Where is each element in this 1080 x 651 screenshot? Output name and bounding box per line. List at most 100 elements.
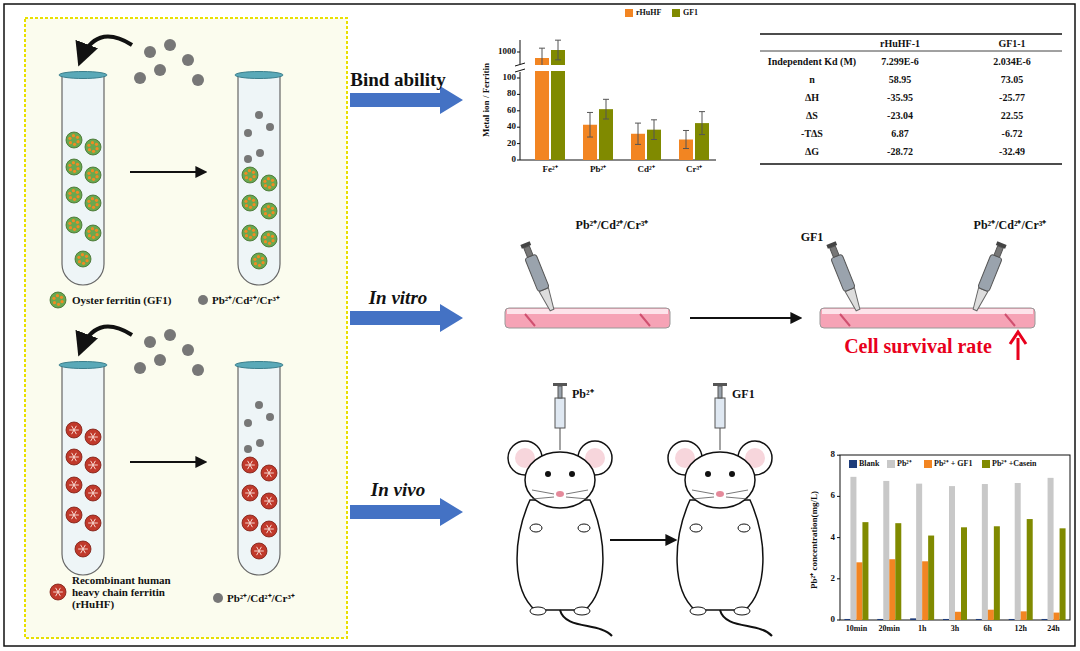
ferritin-dot (52, 297, 55, 300)
ferritin-dot (92, 178, 95, 181)
ferritin-dot (245, 234, 248, 237)
table-cell: Independent Kd (M) (768, 56, 856, 67)
block-arrow (350, 304, 463, 332)
ferritin-dot (76, 221, 79, 224)
ferritin-dot (87, 230, 90, 233)
human-ferritin (66, 477, 82, 493)
test-tube (59, 72, 107, 286)
table-cell: 73.05 (1001, 74, 1024, 85)
table-header: GF1-1 (998, 38, 1025, 49)
metal-ion (154, 64, 166, 76)
bar (976, 619, 982, 620)
ferritin-mark (72, 481, 77, 489)
axis-title: Metal ion / Ferritin (482, 63, 492, 137)
ferritin-dot (271, 207, 274, 210)
ferritin-dot (68, 222, 71, 225)
metal-ion (164, 39, 176, 51)
table-cell: -35.95 (887, 92, 913, 103)
human-ferritin (85, 515, 101, 531)
culture-dish (820, 308, 1035, 328)
category-label: Cd²⁺ (637, 165, 654, 175)
human-ferritin (261, 521, 277, 537)
ferritin-mark (248, 519, 253, 527)
error-bar (603, 99, 609, 119)
ferritin-mark (72, 511, 77, 519)
human-ferritin (85, 485, 101, 501)
table-cell: 7.299E-6 (881, 56, 919, 67)
mouse-eye (545, 471, 551, 477)
human-ferritin (242, 485, 258, 501)
ferritin-dot (263, 180, 266, 183)
syringe-grip (713, 383, 727, 386)
ferritin-dot (268, 186, 271, 189)
ferritin-dot (69, 196, 72, 199)
table-cell: 6.87 (891, 128, 909, 139)
ferritin-dot (73, 143, 76, 146)
ferritin-dot (76, 163, 79, 166)
syringe-needle (559, 428, 560, 450)
legend-text: Pb²⁺/Cd²⁺/Cr³⁺ (212, 294, 280, 306)
human-ferritin (261, 493, 277, 509)
tick-label: 1000 (498, 47, 516, 57)
ferritin-dot (271, 211, 274, 214)
ferritin-dot (95, 171, 98, 174)
injection-label: Pb²⁺ (572, 388, 594, 401)
human-ferritin (242, 457, 258, 473)
ferritin-dot (91, 169, 94, 172)
human-ferritin (66, 507, 82, 523)
pipette-button (520, 241, 531, 248)
ferritin-dot (57, 303, 60, 306)
ferritin-dot (76, 195, 79, 198)
metal-ion (256, 439, 264, 447)
table-header: rHuHF-1 (880, 38, 920, 49)
ferritin-dot (76, 136, 79, 139)
ferritin-dot (76, 140, 79, 143)
human-ferritin (66, 449, 82, 465)
mouse-foot (530, 607, 546, 615)
ferritin-dot (263, 236, 266, 239)
tick (837, 578, 840, 579)
pipette-plunger (830, 246, 839, 258)
axis-break (533, 65, 567, 71)
error-bar (555, 40, 561, 60)
legend-text: Oyster ferritin (GF1) (72, 294, 171, 306)
ferritin-mark (72, 511, 77, 519)
pipette (519, 241, 557, 312)
ferritin-dot (252, 229, 255, 232)
oyster-ferritin (242, 167, 258, 183)
metal-ion (244, 419, 252, 427)
ferritin-dot (95, 175, 98, 178)
ferritin-dot (264, 240, 267, 243)
dish-shine (525, 314, 650, 326)
ferritin-dot (68, 192, 71, 195)
tube-rim (235, 362, 283, 369)
legend-text: Recombinant human heavy chain ferritin (… (72, 574, 200, 610)
category-label: 10min (846, 625, 867, 634)
ferritin-dot (73, 198, 76, 201)
ferritin-dot (267, 177, 270, 180)
legend-text: Pb²⁺ + GF1 (934, 460, 972, 469)
bar (988, 610, 994, 620)
ferritin-dot (69, 141, 72, 144)
ferritin-dot (91, 197, 94, 200)
table-cell: ΔH (805, 92, 819, 103)
pipette-label: Pb²⁺/Cd²⁺/Cr³⁺ (576, 219, 649, 232)
ferritin-dot (267, 233, 270, 236)
human-ferritin (242, 515, 258, 531)
ferritin-dot (85, 259, 88, 262)
mouse-whisker (532, 490, 554, 499)
ferritin-dot (254, 262, 257, 265)
ferritin-dot (72, 189, 75, 192)
bar (1042, 619, 1048, 620)
syringe-plunger (558, 386, 562, 398)
ferritin-mark (91, 461, 96, 469)
ferritin-dot (85, 255, 88, 258)
ferritin-dot (271, 239, 274, 242)
ferritin-dot (68, 137, 71, 140)
bar (877, 619, 883, 620)
ferritin-mark (267, 497, 272, 505)
mouse-head (525, 452, 595, 508)
metal-ion (164, 329, 176, 341)
pipette-plunger (524, 246, 533, 258)
bar (1060, 528, 1066, 620)
